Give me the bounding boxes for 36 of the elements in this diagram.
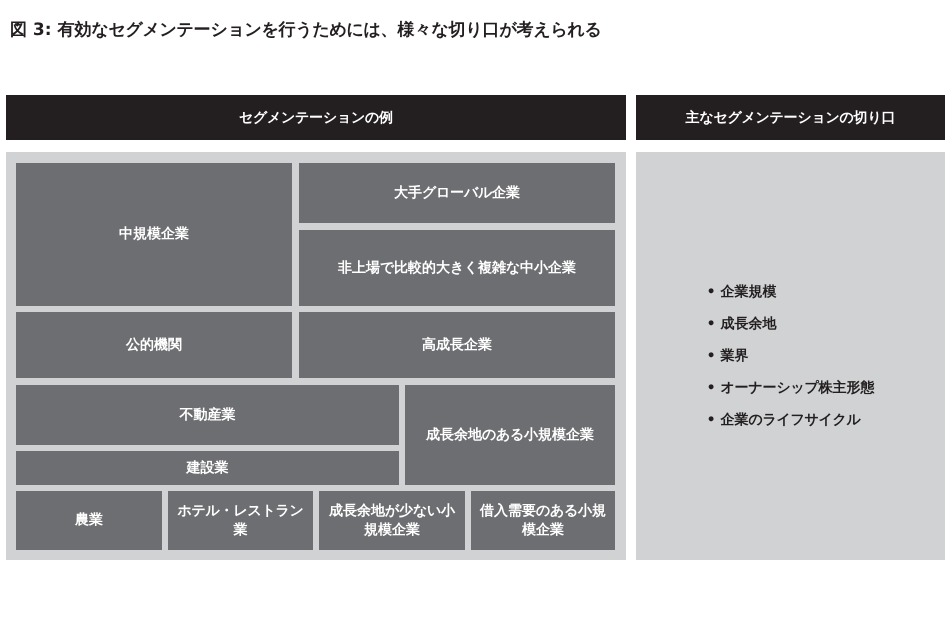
segment-block — [16, 385, 399, 445]
segment-block — [299, 163, 615, 223]
header-bar — [636, 95, 945, 140]
segment-label: 建設業 — [186, 458, 228, 478]
segment-block — [319, 491, 465, 550]
list-item: • オーナーシップ株主形態 — [706, 378, 874, 398]
list-item: • 業界 — [706, 347, 750, 366]
segment-label: 農業 — [75, 511, 103, 530]
header-label: 主なセグメンテーションの切り口 — [686, 108, 896, 126]
segment-label: 公的機関 — [126, 336, 182, 354]
list-item: • 企業規模 — [706, 283, 778, 302]
header-label: セグメンテーションの例 — [239, 108, 393, 126]
segment-label: 高成長企業 — [422, 336, 492, 354]
segment-block — [16, 163, 292, 306]
header-bar — [6, 95, 626, 140]
segment-label: 中規模企業 — [119, 225, 189, 244]
segment-label: 成長余地のある小規模企業 — [426, 426, 594, 444]
figure-title: 図 3: 有効なセグメンテーションを行うためには、様々な切り口が考えられる — [10, 19, 602, 41]
segment-label: 借入需要のある小規模企業 — [479, 502, 607, 539]
segment-block — [16, 451, 399, 485]
segment-label: 成長余地が少ない小規模企業 — [328, 502, 456, 539]
list-item: • 企業のライフサイクル — [706, 411, 862, 430]
panel-background — [636, 152, 945, 560]
segment-block — [168, 491, 313, 550]
segment-block — [16, 491, 162, 550]
panel-background — [6, 152, 626, 560]
segment-label: 大手グローバル企業 — [394, 184, 520, 202]
segment-label: ホテル・レストラン業 — [176, 502, 304, 539]
segment-block — [471, 491, 615, 550]
list-item: • 成長余地 — [706, 315, 778, 334]
segment-block — [405, 385, 615, 485]
segment-block — [299, 312, 615, 378]
segment-label: 非上場で比較的大きく複雑な中小企業 — [338, 258, 576, 278]
segment-block — [16, 312, 292, 378]
segment-label: 不動産業 — [180, 406, 236, 424]
segment-block — [299, 230, 615, 306]
